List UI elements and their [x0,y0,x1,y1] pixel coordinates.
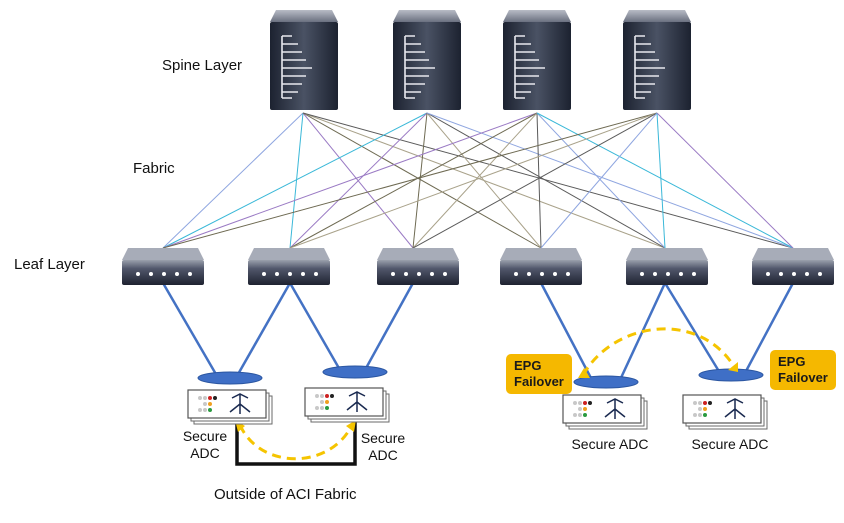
epg-failover-badge-right: EPG Failover [770,350,836,390]
fabric-link [426,112,666,249]
fabric-link [289,112,304,249]
leaf-switches [122,248,834,285]
spine-switch-2 [393,10,461,110]
fabric-link [536,112,666,249]
fabric-link [302,112,794,249]
spine-switch-4 [623,10,691,110]
leaf-switch-3 [377,248,459,285]
fabric-link [426,112,794,249]
leaf-to-adc-links [161,282,795,381]
fabric-link [162,112,428,249]
outside-fabric-label: Outside of ACI Fabric [214,486,357,503]
link-leaf4-adc3 [539,282,594,381]
fabric-link [412,112,658,249]
leaf-layer-label: Leaf Layer [14,256,85,273]
failover-arrowheads [235,362,738,432]
fabric-link [289,112,538,249]
epg-failover-badge-left: EPG Failover [506,354,572,394]
fabric-link [426,112,542,249]
adc-label-3: Secure ADC [571,436,649,452]
failover-arrows [238,327,737,461]
fabric-link [289,112,428,249]
leaf-switch-4 [500,248,582,285]
leaf-switch-5 [626,248,708,285]
adc-label-4: Secure ADC [691,436,769,452]
link-leaf2-adc1 [235,282,292,377]
port-channel-ellipse [197,371,263,385]
fabric-link [162,112,658,249]
fabric-link [656,112,794,249]
failover-arrow-right [581,327,737,376]
fabric-link [162,112,304,249]
adc-appliance-4 [682,394,768,430]
link-leaf6-adc4 [743,282,795,374]
port-channel-ellipse [573,375,639,389]
link-leaf1-adc1 [161,282,219,377]
link-leaf3-adc2 [363,282,415,371]
fabric-link [540,112,658,249]
fabric-link [289,112,658,249]
fabric-link [302,112,542,249]
adc-appliance-2 [304,387,390,423]
adc-appliance-3 [562,394,648,430]
leaf-switch-2 [248,248,330,285]
spine-switch-1 [270,10,338,110]
link-leaf2-adc2 [288,282,342,371]
adc-label-1: Secure ADC [182,428,228,461]
fabric-link [412,112,538,249]
failover-arrow-left [238,424,354,461]
adc-label-2: Secure ADC [360,430,406,463]
port-channels [197,365,764,389]
adc-appliances [187,387,768,430]
port-channel-ellipse [698,368,764,382]
leaf-switch-6 [752,248,834,285]
fabric-link [536,112,542,249]
link-leaf5-adc4 [663,282,722,374]
spine-layer-label: Spine Layer [162,57,243,74]
fabric-label: Fabric [133,160,175,177]
spine-switch-3 [503,10,571,110]
fabric-link [412,112,428,249]
port-channel-ellipse [322,365,388,379]
leaf-switch-1 [122,248,204,285]
outside-fabric-link [235,418,357,466]
adc-appliance-1 [187,389,273,425]
spine-switches [270,10,691,110]
fabric-link [536,112,794,249]
fabric-mesh-links [162,112,794,249]
fabric-link [656,112,666,249]
fabric-link [162,112,538,249]
